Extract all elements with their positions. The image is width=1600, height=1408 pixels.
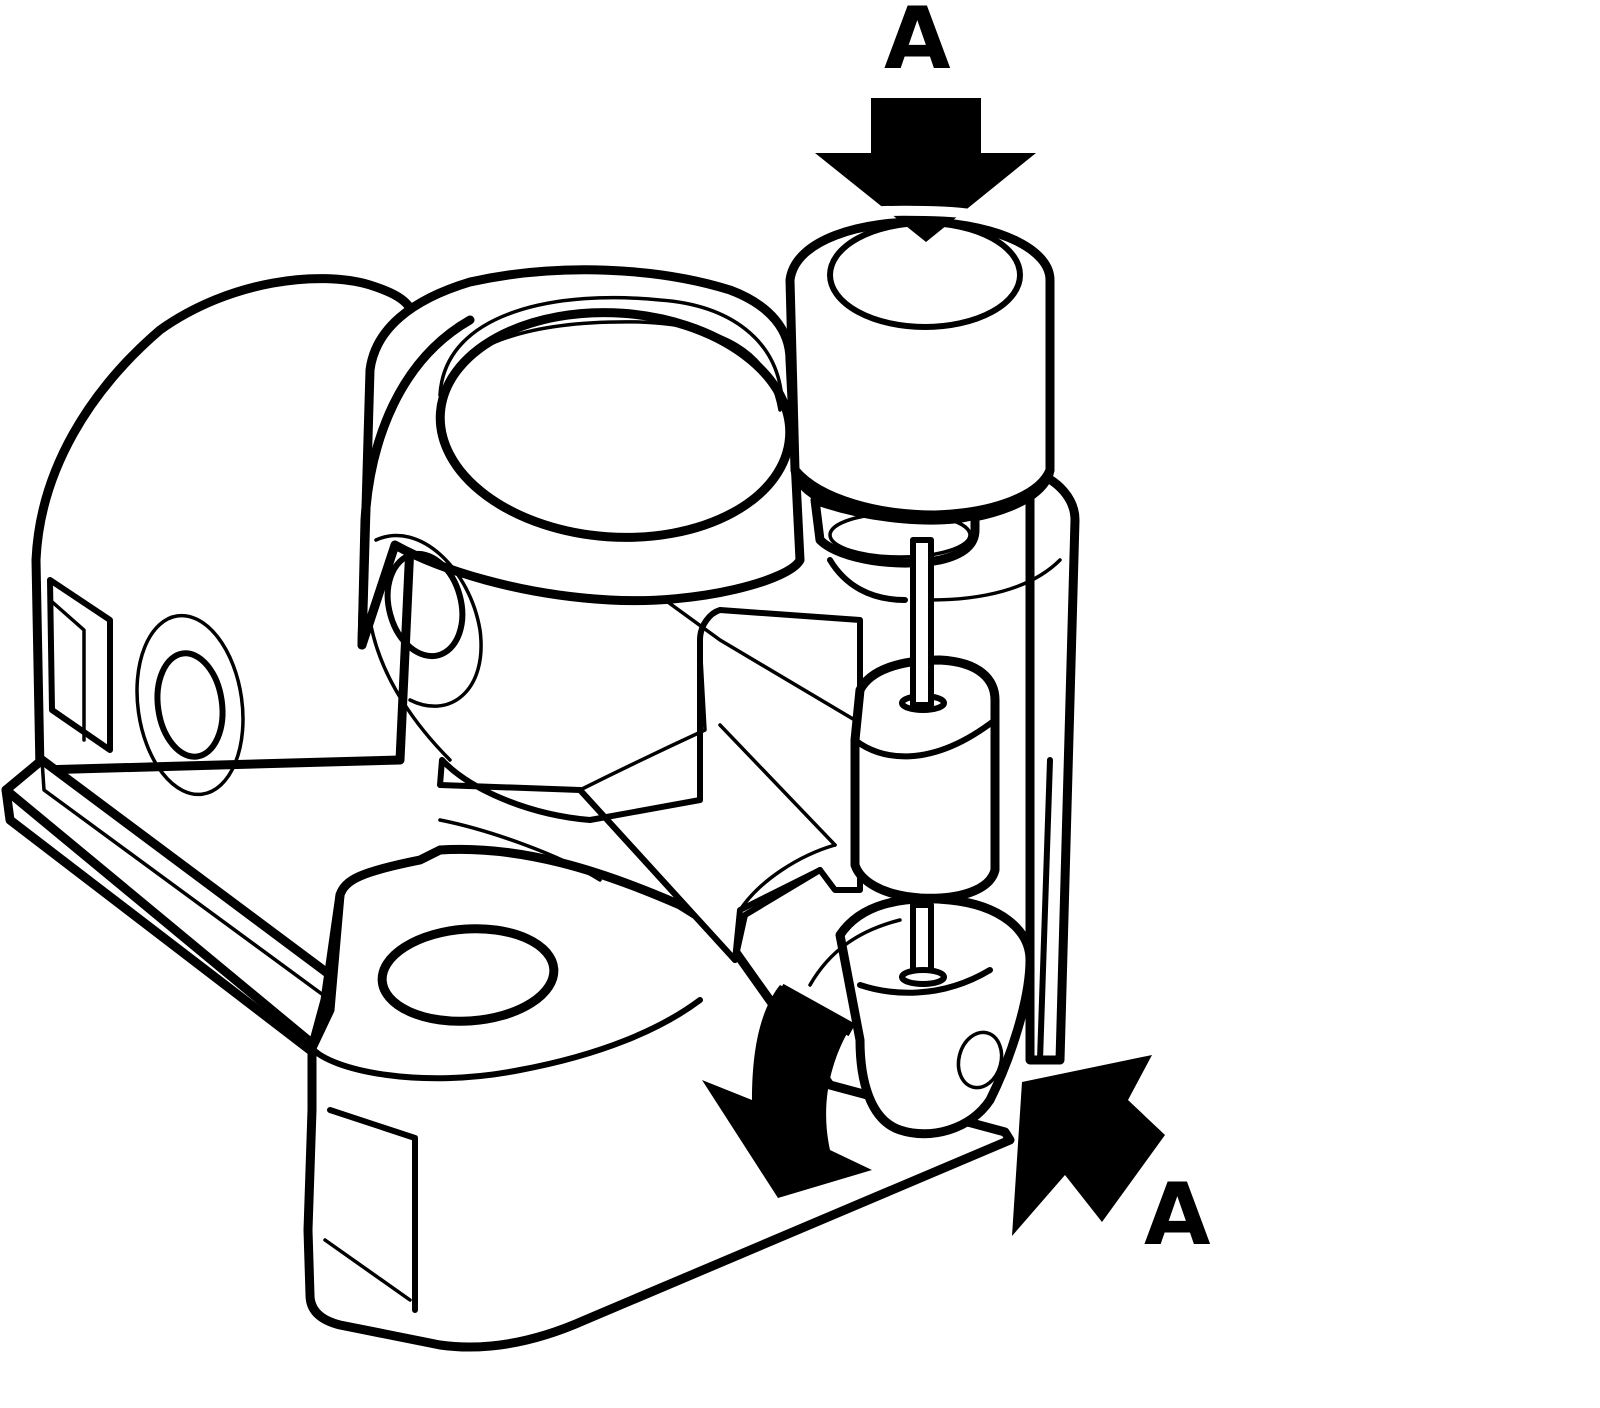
back-housing: [1, 274, 425, 1055]
arrow-down-icon: [815, 98, 1036, 242]
bore-tower: [357, 265, 805, 762]
curved-arrow-down-icon: [702, 983, 872, 1198]
square-window: [47, 577, 113, 753]
label-a-right: A: [1144, 1165, 1211, 1265]
linkage-arm: [437, 598, 882, 963]
pin-hole-lower: [899, 967, 947, 987]
arrow-up-left-icon: [1012, 1055, 1165, 1236]
press-rod: [910, 537, 934, 708]
side-bolt-hole: [384, 550, 466, 660]
knuckle-hole: [956, 1030, 1004, 1090]
lower-knuckle: [808, 894, 1035, 1139]
back-bore: [135, 613, 245, 797]
base-bolt-hole: [377, 924, 559, 1026]
main-bore: [435, 308, 795, 542]
press-tool: [785, 217, 1055, 708]
label-a-top: A: [884, 0, 951, 89]
